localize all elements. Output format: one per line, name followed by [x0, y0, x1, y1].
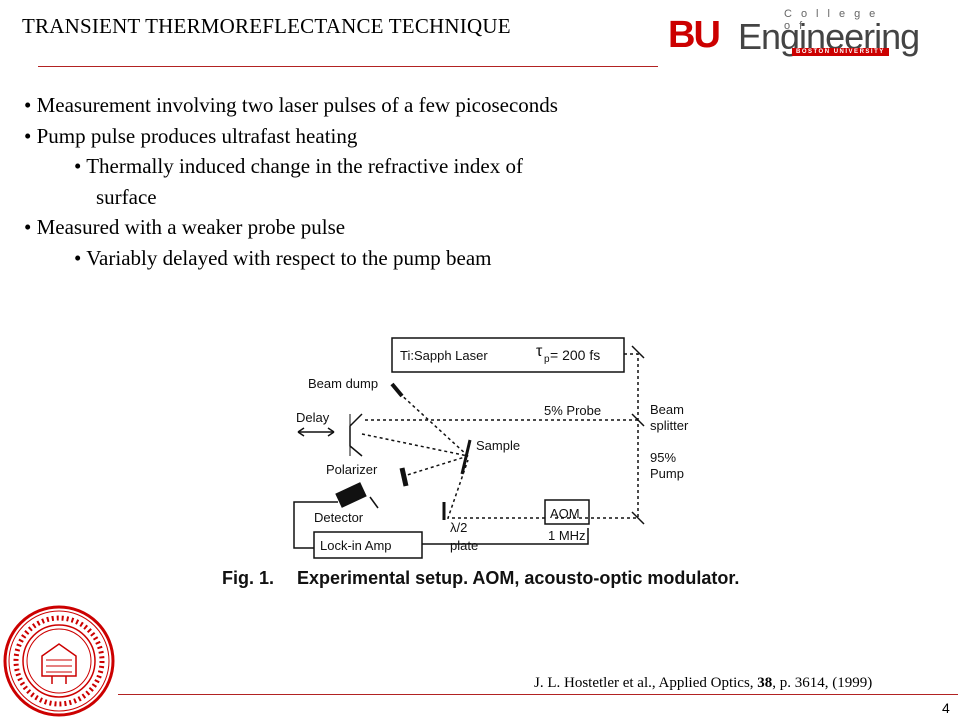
reflect-to-polarizer — [403, 455, 469, 477]
citation: J. L. Hostetler et al., Applied Optics, … — [534, 675, 872, 692]
tau-value: = 200 fs — [550, 347, 600, 363]
mirror — [631, 345, 645, 359]
laser-label: Ti:Sapph Laser — [400, 348, 488, 363]
lockin-label: Lock-in Amp — [320, 538, 392, 553]
detector-wire — [293, 501, 338, 549]
delay-label: Delay — [296, 410, 330, 425]
aom-frequency-label: 1 MHz — [548, 528, 586, 543]
polarizer — [399, 467, 409, 487]
tau-subscript: p — [544, 354, 550, 365]
aom-wire — [422, 528, 589, 545]
pump-to-sample — [446, 459, 545, 519]
slide-title: TRANSIENT THERMOREFLECTANCE TECHNIQUE — [22, 14, 511, 38]
bullet-item: • Pump pulse produces ultrafast heating — [24, 123, 358, 148]
beam-dump — [390, 382, 404, 398]
sub-bullet-item: • Variably delayed with respect to the p… — [74, 245, 492, 270]
lockin-box — [313, 531, 423, 559]
detector-label: Detector — [314, 510, 364, 525]
footer-divider — [118, 694, 958, 695]
figure-caption: Fig. 1. Experimental setup. AOM, acousto… — [222, 568, 739, 589]
sample-mirror — [460, 439, 472, 475]
half-wave-label-1: λ/2 — [450, 520, 467, 535]
beam-splitter-label-2: splitter — [650, 418, 689, 433]
sample-label: Sample — [476, 438, 520, 453]
logo-college-of: College of — [784, 8, 885, 32]
mirror — [631, 413, 645, 427]
pump-percent-label: 95% — [650, 450, 676, 465]
bullet-list: • Measurement involving two laser pulses… — [24, 90, 558, 273]
aom-box — [544, 499, 590, 525]
probe-label: 5% Probe — [544, 403, 601, 418]
delay-stage — [349, 413, 363, 457]
sub-bullet-continuation: surface — [96, 184, 157, 209]
half-wave-label-2: plate — [450, 538, 478, 553]
laser-box — [391, 337, 625, 373]
polarizer-label: Polarizer — [326, 462, 378, 477]
setup-diagram: Ti:Sapph Laser τ p = 200 fs Beam dump De… — [293, 337, 689, 559]
mirror — [631, 511, 645, 525]
tau-symbol: τ — [536, 343, 543, 360]
citation-volume: 38 — [757, 675, 773, 691]
sub-bullet-item: • Thermally induced change in the refrac… — [74, 154, 523, 178]
pump-label: Pump — [650, 466, 684, 481]
aom-label: AOM — [550, 506, 580, 521]
title-divider — [38, 66, 658, 67]
boston-university-seal — [3, 605, 115, 717]
page-number: 4 — [942, 700, 950, 716]
citation-prefix: J. L. Hostetler et al., Applied Optics, — [534, 675, 758, 691]
bullet-item: • Measured with a weaker probe pulse — [24, 215, 346, 239]
beam-dump-label: Beam dump — [308, 376, 378, 391]
citation-suffix: , p. 3614, (1999) — [772, 675, 873, 691]
pump-beam-path — [555, 353, 639, 519]
figure-caption-text: Experimental setup. AOM, acousto-optic m… — [297, 568, 740, 588]
reflect-to-dump — [397, 391, 469, 457]
logo-bu: BU — [668, 14, 721, 56]
bu-engineering-logo: BU Engineering College of BOSTON UNIVERS… — [664, 8, 920, 60]
detector — [335, 482, 367, 508]
probe-to-sample — [361, 433, 469, 457]
figure-caption-label: Fig. 1. — [222, 568, 275, 588]
beam-splitter-label-1: Beam — [650, 402, 684, 417]
bullet-item: • Measurement involving two laser pulses… — [24, 93, 558, 117]
experimental-setup-figure: Ti:Sapph Laser τ p = 200 fs Beam dump De… — [210, 322, 790, 612]
logo-boston-university: BOSTON UNIVERSITY — [792, 48, 889, 56]
